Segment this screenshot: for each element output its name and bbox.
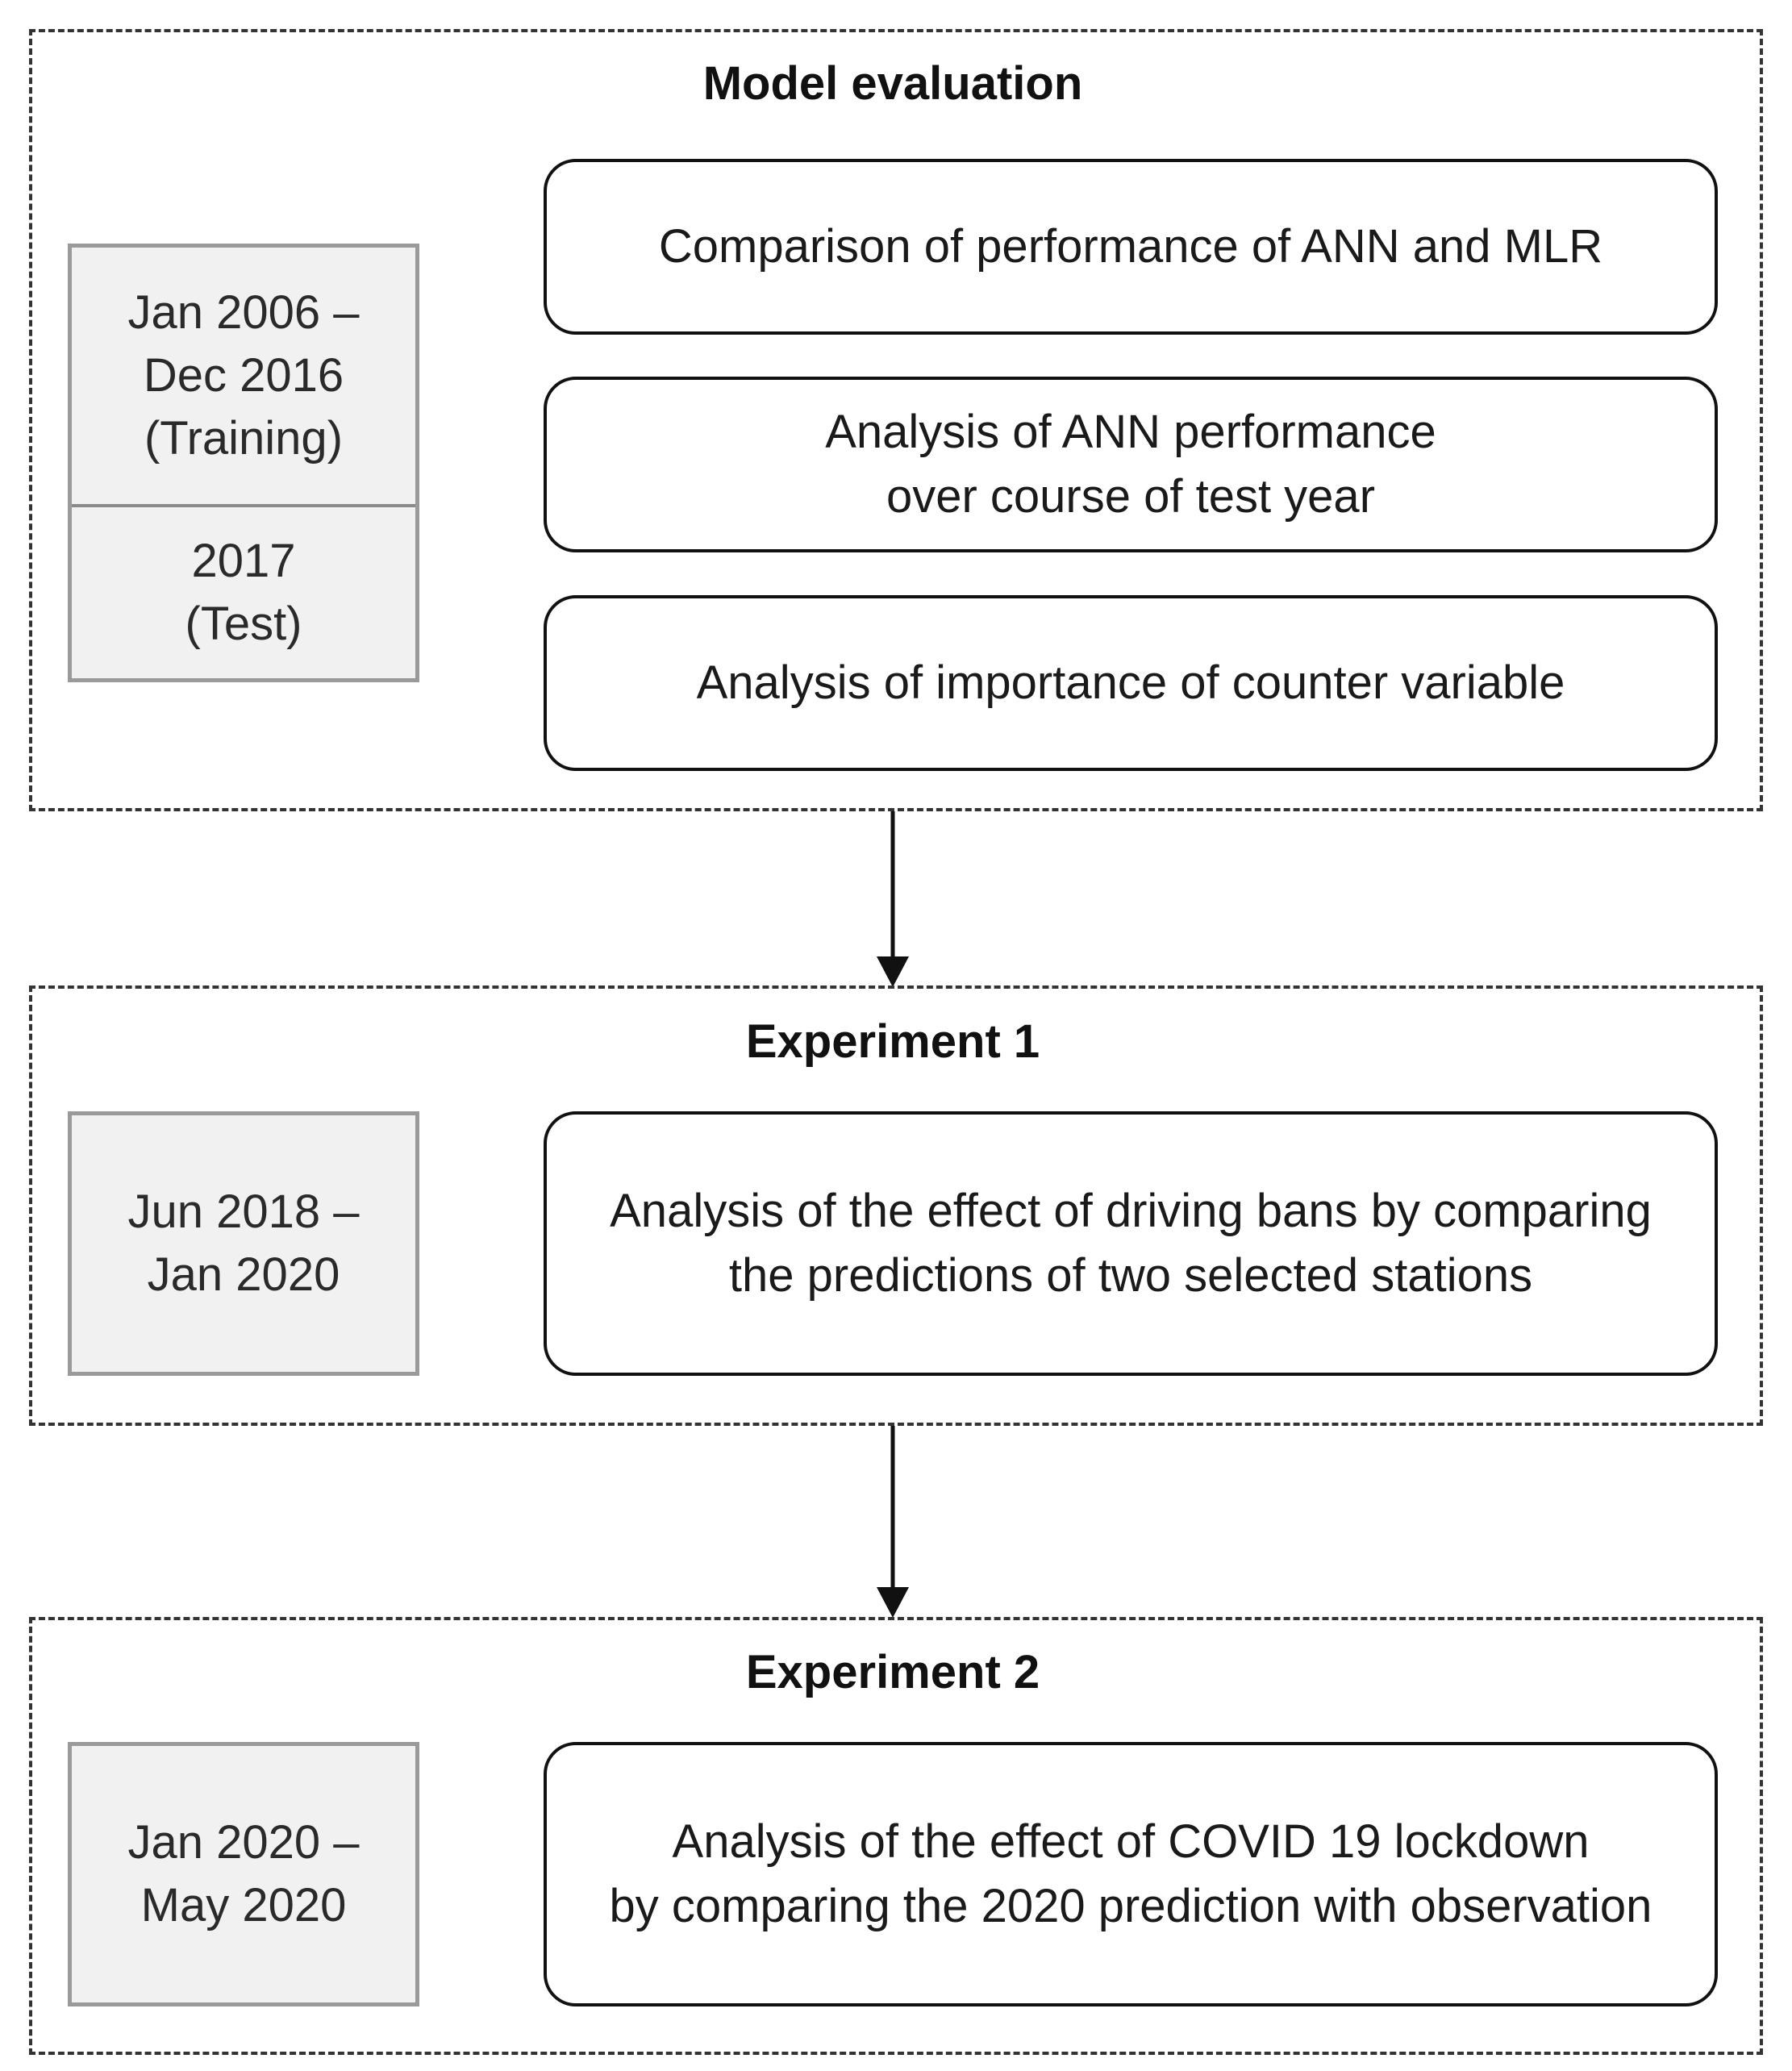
experiment-1-period-line-2: Jan 2020 bbox=[147, 1248, 340, 1301]
comparison-step-line-1: Comparison of performance of ANN and MLR bbox=[658, 220, 1603, 273]
experiment-1-period-box: Jun 2018 – Jan 2020 bbox=[68, 1111, 419, 1376]
ann-performance-step-line-1: Analysis of ANN performance bbox=[825, 406, 1436, 458]
model-evaluation-title: Model evaluation bbox=[702, 57, 1083, 110]
experiment-2-section bbox=[29, 1617, 1763, 2055]
arrow-to-experiment-1 bbox=[877, 811, 909, 987]
training-period-line-2: Dec 2016 bbox=[143, 349, 344, 402]
test-period-line-1: 2017 bbox=[191, 535, 296, 587]
experiment-2-period-line-1: Jan 2020 – bbox=[127, 1816, 360, 1869]
driving-bans-step-line-2: the predictions of two selected stations bbox=[728, 1249, 1533, 1302]
experiment-1-section bbox=[29, 985, 1763, 1426]
covid-lockdown-step-line-1: Analysis of the effect of COVID 19 lockd… bbox=[672, 1815, 1590, 1868]
experiment-1-title: Experiment 1 bbox=[745, 1015, 1040, 1068]
model-evaluation-period-box: Jan 2006 – Dec 2016 (Training) 2017 (Tes… bbox=[68, 244, 419, 682]
test-period-line-2: (Test) bbox=[185, 598, 302, 650]
driving-bans-step: Analysis of the effect of driving bans b… bbox=[544, 1111, 1718, 1376]
experiment-1-period-line-1: Jun 2018 – bbox=[127, 1186, 360, 1238]
experiment-2-period-box: Jan 2020 – May 2020 bbox=[68, 1742, 419, 2006]
driving-bans-step-line-1: Analysis of the effect of driving bans b… bbox=[610, 1185, 1652, 1237]
training-period: Jan 2006 – Dec 2016 (Training) bbox=[72, 248, 415, 504]
experiment-2-title: Experiment 2 bbox=[745, 1646, 1040, 1698]
period-divider bbox=[72, 504, 415, 507]
experiment-2-period: Jan 2020 – May 2020 bbox=[72, 1746, 415, 2002]
covid-lockdown-step: Analysis of the effect of COVID 19 lockd… bbox=[544, 1742, 1718, 2006]
training-period-line-1: Jan 2006 – bbox=[127, 286, 360, 339]
test-period: 2017 (Test) bbox=[72, 507, 415, 678]
model-evaluation-section bbox=[29, 29, 1763, 811]
arrow-to-experiment-2 bbox=[877, 1426, 909, 1618]
comparison-step: Comparison of performance of ANN and MLR bbox=[544, 159, 1718, 335]
training-period-line-3: (Training) bbox=[144, 412, 344, 465]
ann-performance-step-line-2: over course of test year bbox=[886, 470, 1376, 523]
experiment-2-period-line-2: May 2020 bbox=[140, 1879, 347, 1931]
covid-lockdown-step-line-2: by comparing the 2020 prediction with ob… bbox=[609, 1880, 1652, 1932]
counter-variable-step-line-1: Analysis of importance of counter variab… bbox=[696, 656, 1565, 709]
ann-performance-step: Analysis of ANN performance over course … bbox=[544, 377, 1718, 552]
experiment-1-period: Jun 2018 – Jan 2020 bbox=[72, 1115, 415, 1372]
counter-variable-step: Analysis of importance of counter variab… bbox=[544, 595, 1718, 771]
